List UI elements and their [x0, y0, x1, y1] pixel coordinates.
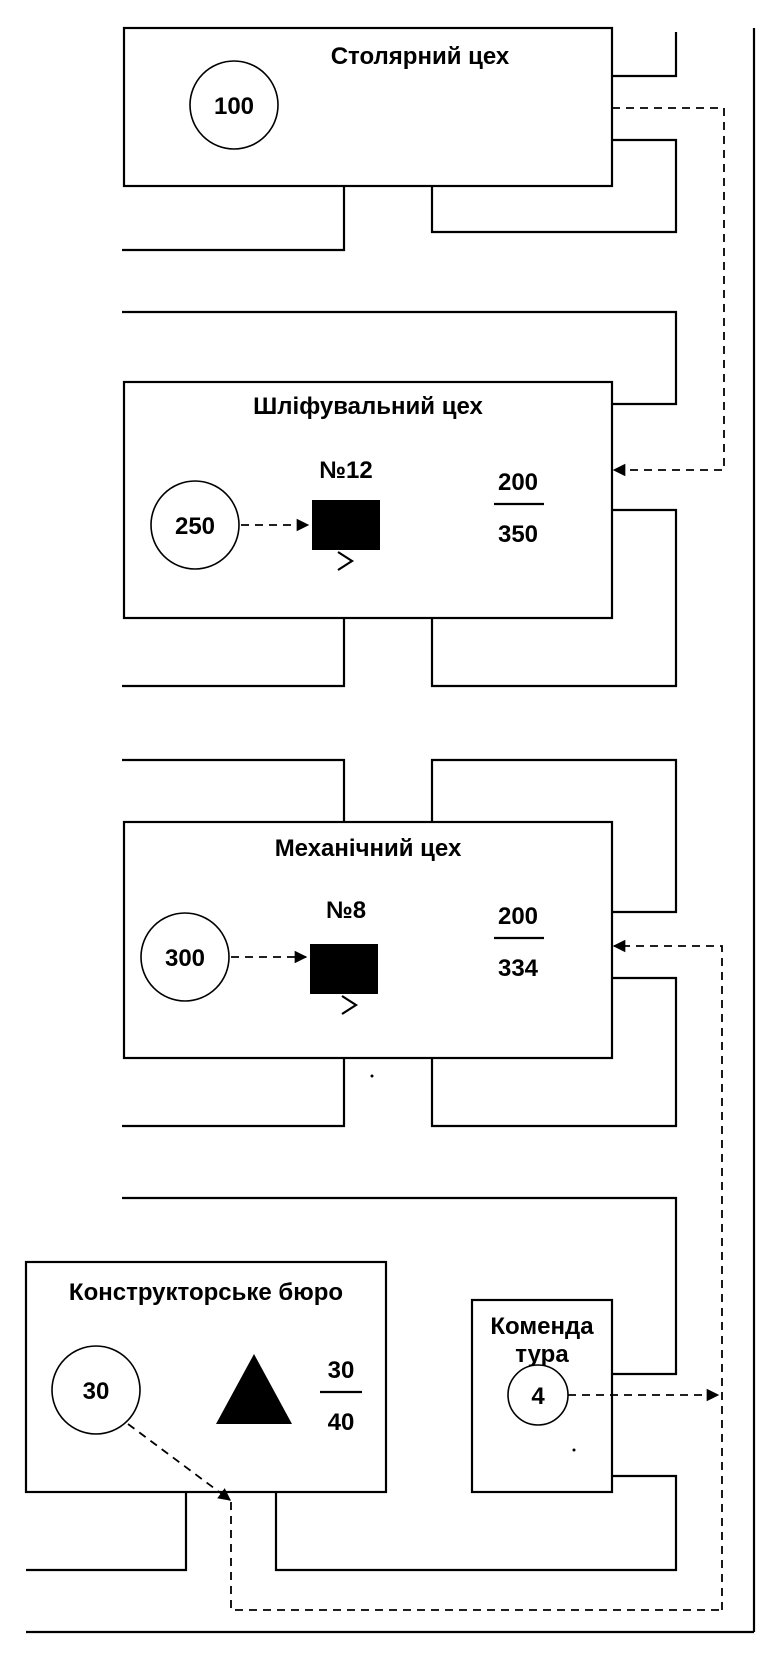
commandant-people: 4 — [531, 1383, 545, 1410]
wall-commandant-bottom — [274, 1474, 678, 1572]
design-title: Конструкторське бюро — [69, 1279, 343, 1306]
mechanical-ratio-bottom: 334 — [498, 955, 539, 982]
wall-mech-bottom-left — [122, 1058, 346, 1128]
commandant-title-line1: Коменда — [490, 1313, 594, 1340]
wall-design-bottom-left — [26, 1492, 188, 1572]
grinding-title: Шліфувальний цех — [253, 393, 483, 420]
mechanical-workplace-label: №8 — [326, 897, 366, 924]
wall-grinding-bottom-left — [122, 618, 346, 688]
wall-mech-top-left — [122, 758, 346, 822]
grinding-people-circle — [150, 480, 240, 570]
carpentry-title: Столярний цех — [331, 43, 510, 70]
grinding-ratio-top: 200 — [498, 469, 538, 496]
mechanical-people-circle — [140, 912, 230, 1002]
mechanical-machine-tick — [341, 995, 359, 1015]
grinding-machine-icon — [312, 500, 380, 550]
wall-carpentry-bottom-right — [430, 138, 678, 234]
grinding-people: 250 — [175, 513, 215, 540]
design-triangle-icon — [216, 1354, 292, 1424]
design-people-circle — [51, 1345, 141, 1435]
route-carpentry-to-grinding — [612, 107, 725, 477]
wall-grinding-top — [122, 310, 678, 406]
design-people-arrow — [127, 1423, 232, 1501]
commandant-box — [470, 1298, 614, 1494]
grinding-ratio-bottom: 350 — [498, 521, 538, 548]
wall-carpentry-bottom-left — [122, 186, 346, 252]
grinding-workplace-label: №12 — [319, 457, 372, 484]
route-design-to-riser — [230, 1502, 722, 1611]
wall-mech-top-right — [430, 758, 678, 914]
grinding-machine-tick — [337, 551, 355, 571]
carpentry-people-circle — [189, 60, 279, 150]
mechanical-ratio-top: 200 — [498, 903, 538, 930]
wall-commandant-top — [122, 1196, 678, 1376]
wall-top-right — [612, 32, 678, 78]
mechanical-people: 300 — [165, 945, 205, 972]
mechanical-title: Механічний цех — [275, 835, 462, 862]
stray-dot — [572, 1448, 576, 1452]
design-ratio-top: 30 — [328, 1357, 355, 1384]
commandant-title-line2: тура — [515, 1341, 569, 1368]
carpentry-people: 100 — [214, 93, 254, 120]
wall-grinding-bottom-right — [430, 508, 678, 688]
route-riser-to-mechanical — [612, 939, 723, 1610]
mechanical-machine-icon — [310, 944, 378, 994]
stray-dot — [370, 1074, 374, 1078]
design-people: 30 — [83, 1378, 110, 1405]
design-ratio-bottom: 40 — [328, 1409, 355, 1436]
wall-mech-bottom-right — [430, 976, 678, 1128]
